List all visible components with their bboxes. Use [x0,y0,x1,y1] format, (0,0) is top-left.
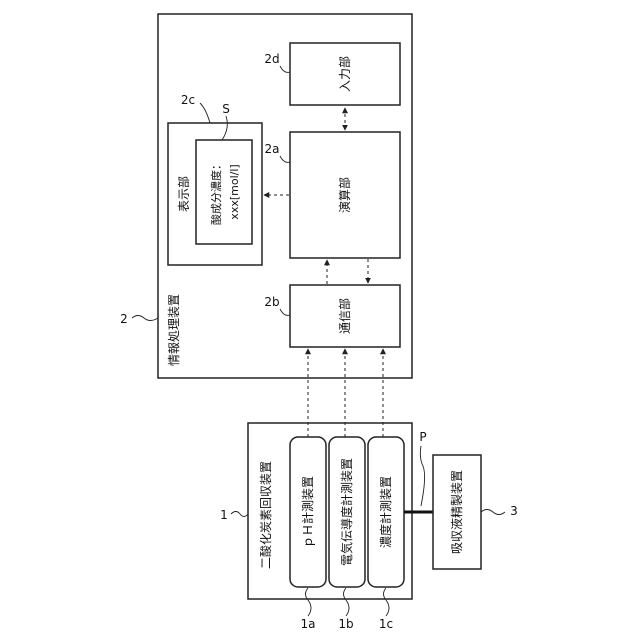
compute-unit-label: 演算部 [337,177,352,213]
purifier-ref: 3 [510,504,518,518]
sensor-1a-leader [306,588,312,616]
capture-device-leader [231,512,248,517]
input-unit-label: 入力部 [337,56,352,92]
capture-device-label: 二酸化炭素回収装置 [258,461,273,569]
comm-unit-leader [280,309,290,315]
sensor-1b-leader [344,588,350,616]
input-unit-ref: 2d [264,52,279,66]
sensor-1b-label: 電気伝導度計測装置 [339,458,354,566]
sensor-1c-label: 濃度計測装置 [378,476,393,548]
display-screen-line2: xxx[mol/l] [228,164,241,219]
display-screen-box [196,140,252,244]
info-device-label: 情報処理装置 [167,294,181,366]
display-screen-line1: 酸成分濃度： [209,159,223,225]
sensor-1c-leader [384,588,390,616]
display-unit-label: 表示部 [176,176,191,212]
purifier-label: 吸収液精製装置 [449,470,464,554]
comm-unit-ref: 2b [264,295,279,309]
sensor-1b-ref: 1b [338,617,353,631]
sensor-1a-label: ｐＨ計測装置 [300,476,315,548]
display-unit-leader [200,103,210,123]
pipe-leader [420,446,424,506]
sensor-1c-ref: 1c [379,617,393,631]
purifier-leader [481,510,505,515]
input-unit-leader [280,66,290,72]
sensor-1a-ref: 1a [301,617,316,631]
compute-unit-leader [280,156,290,162]
comm-unit-label: 通信部 [337,298,352,334]
display-screen-ref: S [222,102,230,116]
pipe-ref: P [419,430,426,444]
compute-unit-ref: 2a [265,142,280,156]
info-device-ref: 2 [120,312,128,326]
display-screen-leader [222,116,227,140]
display-unit-ref: 2c [181,93,195,107]
info-device-leader [132,316,158,321]
capture-device-ref: 1 [220,508,228,522]
